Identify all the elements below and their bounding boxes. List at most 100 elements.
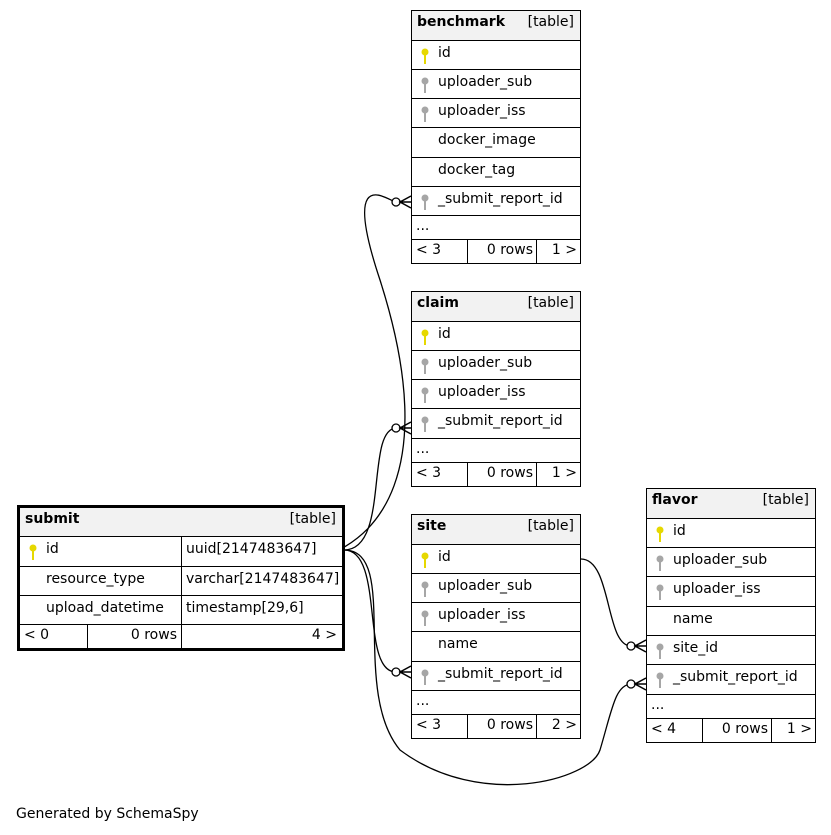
column-row[interactable]: _submit_report_id [412, 409, 580, 439]
column-row[interactable]: name [647, 607, 815, 636]
parents-count[interactable]: < 3 [416, 465, 442, 481]
table-name[interactable]: benchmark [417, 14, 505, 30]
foreign-key-icon [656, 555, 664, 571]
column-name: uploader_sub [438, 74, 533, 90]
primary-key-icon [421, 48, 429, 64]
foreign-key-icon [421, 581, 429, 597]
edge-submit-benchmark [340, 194, 406, 551]
column-name: name [438, 636, 478, 652]
primary-key-icon [656, 526, 664, 542]
table-submit[interactable]: submit [table] id uuid[2147483647] resou… [17, 505, 345, 651]
column-row[interactable]: uploader_sub [412, 351, 580, 380]
column-row[interactable]: uploader_iss [412, 603, 580, 632]
foreign-key-icon [656, 584, 664, 600]
more-columns[interactable]: ... [647, 695, 815, 719]
column-row[interactable]: name [412, 632, 580, 662]
table-name[interactable]: flavor [652, 492, 698, 508]
edge-submit-claim [343, 427, 397, 551]
column-row[interactable]: site_id [647, 636, 815, 665]
column-name: id [438, 326, 451, 342]
table-benchmark[interactable]: benchmark [table] id uploader_sub upload… [411, 10, 581, 264]
column-row[interactable]: id [412, 322, 580, 351]
table-kind: [table] [762, 492, 809, 508]
column-name: _submit_report_id [673, 669, 798, 685]
column-row[interactable]: upload_datetime timestamp[29,6] [20, 596, 342, 625]
column-name: resource_type [46, 571, 145, 587]
foreign-key-icon [656, 672, 664, 688]
children-count[interactable]: 1 > [551, 465, 577, 481]
foreign-key-icon [421, 669, 429, 685]
children-count[interactable]: 1 > [786, 721, 812, 737]
table-kind: [table] [289, 511, 336, 527]
column-row[interactable]: uploader_iss [412, 99, 580, 128]
column-name: uploader_iss [438, 607, 526, 623]
column-name: id [673, 523, 686, 539]
column-row[interactable]: docker_tag [412, 158, 580, 187]
column-row[interactable]: uploader_sub [412, 70, 580, 99]
parents-count[interactable]: < 0 [24, 627, 50, 643]
row-count: 0 rows [486, 242, 533, 258]
parents-count[interactable]: < 3 [416, 717, 442, 733]
children-count[interactable]: 1 > [551, 242, 577, 258]
column-row[interactable]: uploader_iss [647, 577, 815, 607]
column-name: _submit_report_id [438, 191, 563, 207]
table-name[interactable]: claim [417, 295, 459, 311]
column-row[interactable]: id [647, 519, 815, 548]
table-kind: [table] [527, 14, 574, 30]
table-name[interactable]: site [417, 518, 447, 534]
column-name: _submit_report_id [438, 413, 563, 429]
table-footer: < 3 0 rows 1 > [412, 463, 580, 486]
column-row[interactable]: uploader_sub [412, 574, 580, 603]
table-header: site [table] [412, 515, 580, 545]
column-name: upload_datetime [46, 600, 164, 616]
primary-key-icon [421, 329, 429, 345]
column-name: id [46, 541, 59, 557]
table-name[interactable]: submit [25, 511, 80, 527]
table-kind: [table] [527, 518, 574, 534]
primary-key-icon [421, 552, 429, 568]
row-count: 0 rows [130, 627, 177, 643]
table-claim[interactable]: claim [table] id uploader_sub uploader_i… [411, 291, 581, 487]
column-row[interactable]: id [412, 545, 580, 574]
column-name: uploader_iss [438, 384, 526, 400]
column-type: varchar[2147483647] [186, 571, 340, 587]
foreign-key-icon [421, 106, 429, 122]
column-row[interactable]: uploader_sub [647, 548, 815, 577]
column-row[interactable]: _submit_report_id [412, 187, 580, 216]
column-row[interactable]: uploader_iss [412, 380, 580, 409]
column-row[interactable]: _submit_report_id [647, 665, 815, 695]
table-header: claim [table] [412, 292, 580, 322]
more-columns[interactable]: ... [412, 691, 580, 715]
table-footer: < 3 0 rows 1 > [412, 240, 580, 263]
edge-submit-site [343, 549, 397, 673]
foreign-key-icon [421, 77, 429, 93]
table-kind: [table] [527, 295, 574, 311]
table-header: submit [table] [20, 508, 342, 537]
table-site[interactable]: site [table] id uploader_sub uploader_is… [411, 514, 581, 739]
table-footer: < 4 0 rows 1 > [647, 719, 815, 742]
foreign-key-icon [656, 643, 664, 659]
column-name: id [438, 549, 451, 565]
column-row[interactable]: id uuid[2147483647] [20, 537, 342, 567]
table-flavor[interactable]: flavor [table] id uploader_sub uploader_… [646, 488, 816, 743]
more-columns[interactable]: ... [412, 216, 580, 240]
table-header: flavor [table] [647, 489, 815, 519]
column-row[interactable]: id [412, 41, 580, 70]
primary-key-icon [29, 544, 37, 560]
parents-count[interactable]: < 4 [651, 721, 677, 737]
foreign-key-icon [421, 416, 429, 432]
column-name: site_id [673, 640, 719, 656]
children-count[interactable]: 2 > [551, 717, 577, 733]
row-count: 0 rows [721, 721, 768, 737]
more-columns[interactable]: ... [412, 439, 580, 463]
column-type: uuid[2147483647] [186, 541, 317, 557]
parents-count[interactable]: < 3 [416, 242, 442, 258]
column-name: name [673, 611, 713, 627]
column-name: docker_tag [438, 162, 516, 178]
column-type: timestamp[29,6] [186, 600, 304, 616]
column-row[interactable]: docker_image [412, 128, 580, 158]
column-name: docker_image [438, 132, 536, 148]
column-row[interactable]: resource_type varchar[2147483647] [20, 567, 342, 596]
column-row[interactable]: _submit_report_id [412, 662, 580, 691]
children-count[interactable]: 4 > [311, 627, 337, 643]
